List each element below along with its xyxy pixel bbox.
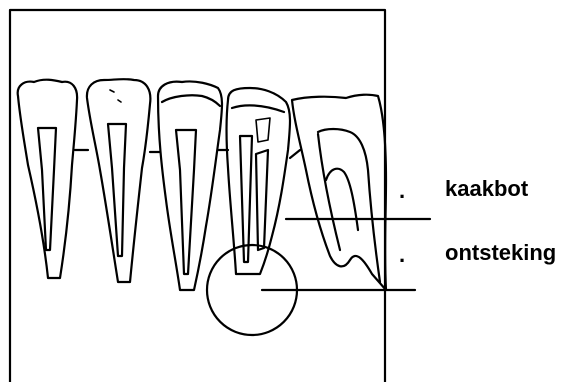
tooth-2 [87,79,150,282]
label-inflammation: ontsteking [445,242,556,264]
marker-dot-jawbone: . [399,180,405,202]
marker-dot-inflammation: . [399,244,405,266]
label-jawbone: kaakbot [445,178,528,200]
tooth-5 [292,95,386,290]
tooth-1 [18,80,77,278]
tooth-3 [158,81,222,290]
